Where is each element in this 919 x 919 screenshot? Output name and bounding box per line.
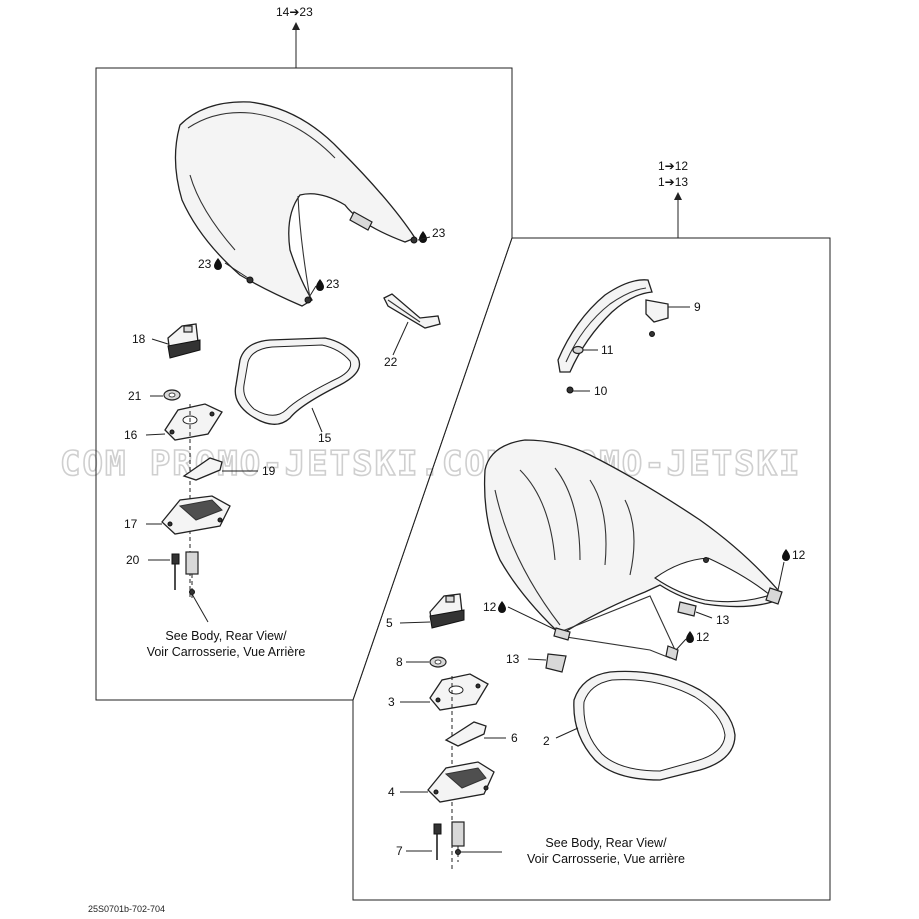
label-7: 7 (396, 844, 403, 858)
label-23c: 23 (326, 277, 340, 291)
latch-housing-part-17 (161, 495, 231, 535)
label-22: 22 (384, 355, 398, 369)
label-9: 9 (694, 300, 701, 314)
left-note-line-2: Voir Carrosserie, Vue Arrière (147, 645, 306, 659)
adhesive-drop-icon (686, 631, 694, 643)
label-18: 18 (132, 332, 146, 346)
gasket-part-15 (234, 337, 361, 425)
label-11: 11 (601, 343, 614, 357)
label-17: 17 (124, 517, 138, 531)
washer-part-8 (429, 656, 447, 668)
label-13b: 13 (506, 652, 520, 666)
leader-13a (695, 611, 713, 619)
label-19: 19 (262, 464, 276, 478)
label-23b: 23 (198, 257, 212, 271)
leader-22 (392, 321, 409, 356)
label-23a: 23 (432, 226, 446, 240)
rear-seat-part (174, 101, 418, 307)
label-6: 6 (511, 731, 518, 745)
spacer-part (451, 821, 465, 862)
clip-part-13a (677, 601, 697, 617)
header-right-range-1: 1➔12 (658, 159, 688, 173)
adhesive-drop-icon (782, 549, 790, 561)
right-assembly-frame (352, 237, 831, 901)
watermark: COM PROMO-JETSKI.COM PROMO-JETSKI (60, 444, 802, 484)
strap-part-22 (383, 293, 441, 329)
washer-part-11 (572, 345, 584, 355)
grab-handle-part (557, 279, 653, 373)
leader-23a (417, 236, 431, 241)
leader-23c (307, 285, 317, 300)
right-note-line-2: Voir Carrosserie, Vue arrière (527, 852, 685, 866)
label-2: 2 (543, 734, 550, 748)
clip-part-13b (545, 653, 567, 673)
label-5: 5 (386, 616, 393, 630)
leader-12c (675, 638, 687, 651)
leader-note-left (191, 593, 209, 623)
leader-12b (507, 606, 557, 631)
label-13a: 13 (716, 613, 730, 627)
label-16: 16 (124, 428, 138, 442)
leader-13b (527, 658, 547, 661)
label-15: 15 (318, 431, 332, 445)
latch-part-5 (429, 593, 465, 629)
label-12a: 12 (792, 548, 806, 562)
right-note-line-1: See Body, Rear View/ (545, 836, 667, 850)
adhesive-drop-icon (419, 231, 427, 243)
header-right-arrow-icon (674, 192, 682, 200)
seat-hook (553, 627, 571, 641)
label-12c: 12 (696, 630, 710, 644)
header-left-arrow-icon (292, 22, 300, 30)
leader-23b (224, 262, 249, 279)
reference-point-icon (189, 589, 195, 595)
leader-15 (311, 407, 323, 433)
header-left-range: 14➔23 (276, 5, 313, 19)
label-3: 3 (388, 695, 395, 709)
pad-part-6 (444, 721, 487, 747)
leader-16 (145, 433, 166, 436)
leader-5 (399, 621, 431, 624)
screw-part-7 (433, 823, 442, 860)
drawing-reference: 25S0701b-702-704 (88, 904, 165, 914)
adhesive-drop-icon (498, 601, 506, 613)
spacer-part (185, 551, 199, 598)
adhesive-drop-icon (214, 258, 222, 270)
adhesive-drop-icon (316, 279, 324, 291)
label-12b: 12 (483, 600, 497, 614)
leader-2 (555, 727, 579, 739)
label-21: 21 (128, 389, 142, 403)
latch-base-part-16 (164, 403, 223, 441)
header-right-range-2: 1➔13 (658, 175, 688, 189)
latch-housing-part-4 (427, 761, 495, 803)
leader-12a (777, 561, 785, 591)
leader-18 (151, 338, 169, 345)
gasket-part-2 (573, 670, 736, 781)
seat-hook (665, 645, 679, 661)
latch-part-18 (167, 323, 201, 359)
washer-part-21 (163, 389, 181, 401)
label-10: 10 (594, 384, 608, 398)
label-4: 4 (388, 785, 395, 799)
nut-part-10 (566, 386, 574, 394)
left-note-line-1: See Body, Rear View/ (165, 629, 287, 643)
front-seat-part (483, 439, 783, 633)
screw-part-20 (171, 553, 180, 590)
reference-point-icon (455, 849, 461, 855)
latch-base-part-3 (429, 673, 489, 711)
pad-part-19 (182, 457, 223, 481)
label-20: 20 (126, 553, 140, 567)
bracket-part-9 (645, 299, 669, 337)
label-8: 8 (396, 655, 403, 669)
